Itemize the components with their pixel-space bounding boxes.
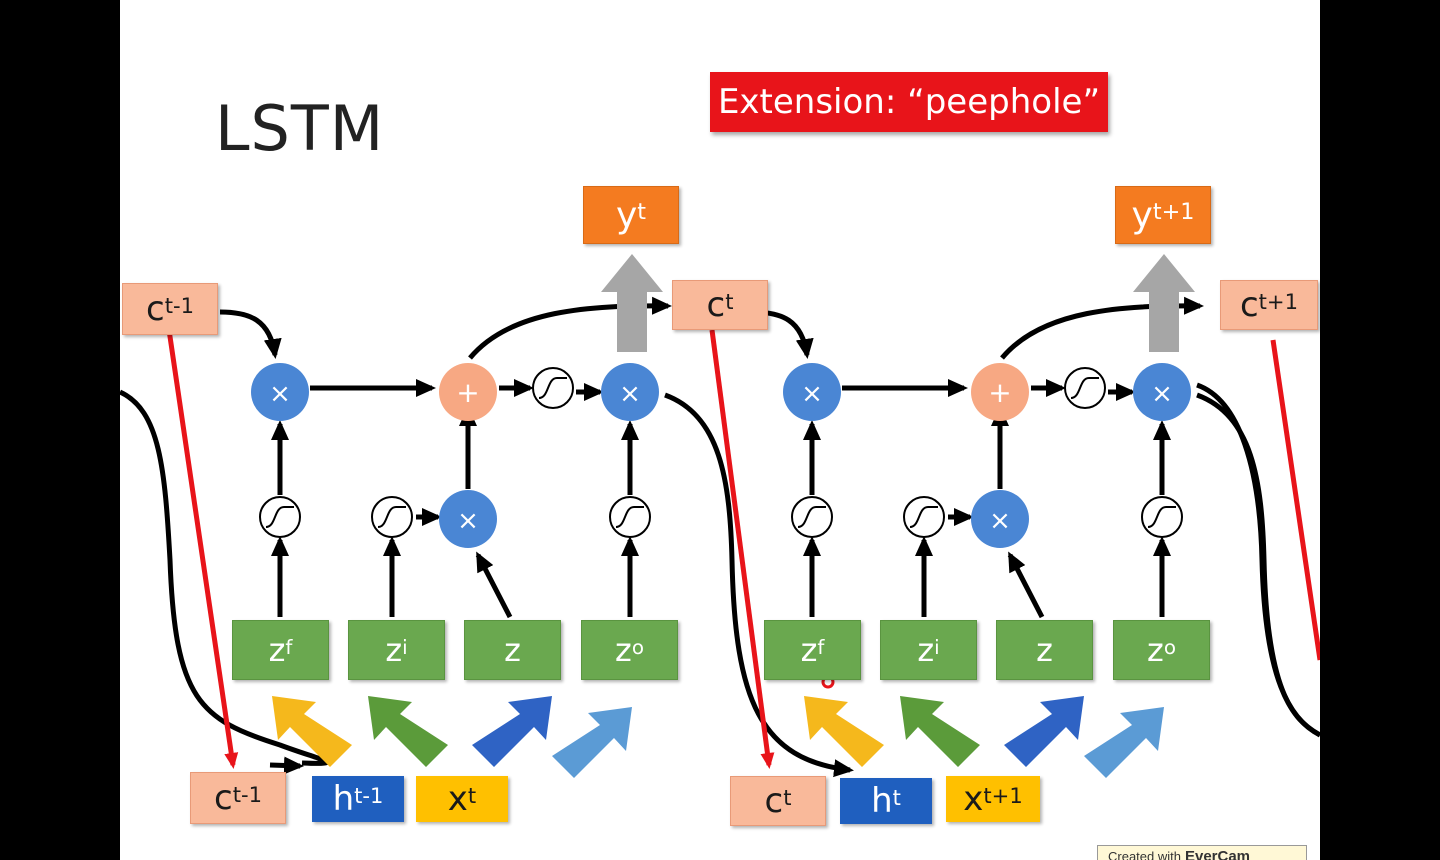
cell-plus-node xyxy=(439,363,497,421)
input-arrow-blue xyxy=(472,696,552,767)
output-multiply-node xyxy=(1133,363,1191,421)
svg-text:×: × xyxy=(269,379,291,409)
input-z: z xyxy=(464,620,561,680)
step1-nodes: × + × × xyxy=(251,363,659,548)
sigmoid-icon xyxy=(1064,367,1106,409)
output-multiply-node xyxy=(601,363,659,421)
input-arrow-lightblue xyxy=(552,707,632,778)
sigmoid-icon xyxy=(371,496,413,538)
input-multiply-node xyxy=(971,490,1029,548)
input-arrow-green xyxy=(368,696,448,767)
sigmoid-icon xyxy=(532,367,574,409)
peephole-arrow xyxy=(165,322,239,769)
svg-text:×: × xyxy=(801,379,823,409)
slide-title: LSTM xyxy=(215,92,385,165)
input-arrow-yellow xyxy=(272,696,352,767)
svg-text:+: + xyxy=(988,376,1011,409)
svg-text:×: × xyxy=(619,379,641,409)
peephole-banner: Extension: “peephole” xyxy=(710,72,1108,132)
slide: LSTM Extension: “peephole” xyxy=(120,0,1320,860)
svg-text:×: × xyxy=(989,506,1011,536)
output-arrow-gray xyxy=(601,254,663,352)
svg-text:×: × xyxy=(1151,379,1173,409)
input-multiply-node xyxy=(439,490,497,548)
svg-text:×: × xyxy=(457,506,479,536)
sigmoid-icon xyxy=(609,496,651,538)
input-z-2: z xyxy=(996,620,1093,680)
recurrent-curve-in xyxy=(120,389,330,766)
step1-connections xyxy=(120,254,854,778)
sigmoid-icon xyxy=(259,496,301,538)
step2-nodes: × + × × xyxy=(783,363,1191,548)
svg-text:+: + xyxy=(456,376,479,409)
connections-layer: × + × × × + × × xyxy=(120,254,1320,778)
forget-multiply-node xyxy=(783,363,841,421)
sigmoid-icon xyxy=(791,496,833,538)
peephole-arrow-next xyxy=(1270,339,1320,661)
forget-multiply-node xyxy=(251,363,309,421)
sigmoid-icon xyxy=(1141,496,1183,538)
sigmoid-icon xyxy=(903,496,945,538)
cell-plus-node xyxy=(971,363,1029,421)
